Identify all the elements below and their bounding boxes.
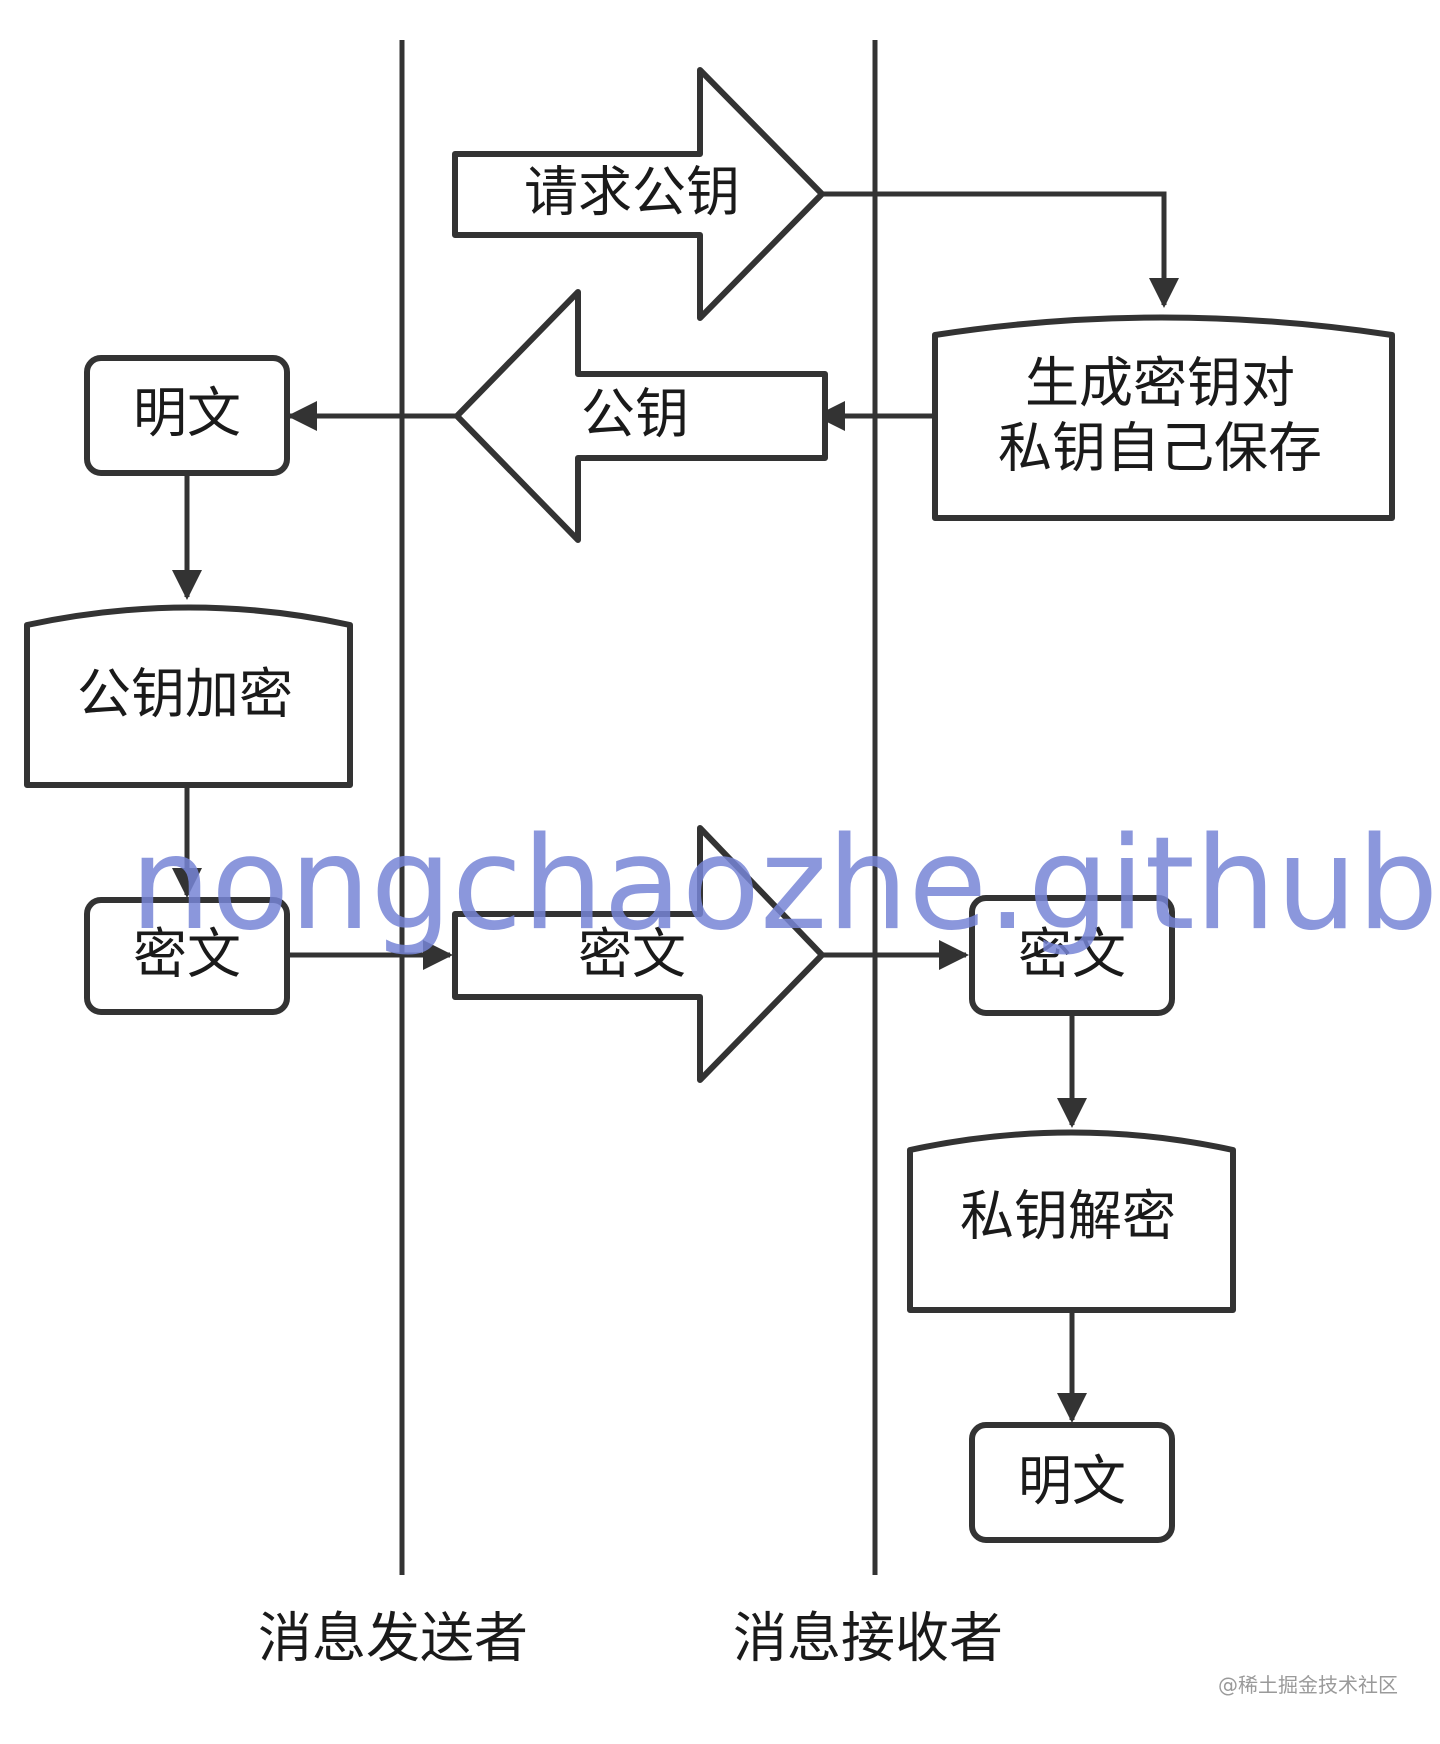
receiver-plaintext-node: 明文 bbox=[969, 1422, 1175, 1543]
public-key-arrow: 公钥 bbox=[454, 289, 828, 543]
sender-ciphertext-label: 密文 bbox=[133, 923, 241, 986]
encrypt-label: 公钥加密 bbox=[77, 663, 293, 726]
sender-lane-label: 消息发送者 bbox=[258, 1607, 528, 1670]
sender-plaintext-node: 明文 bbox=[84, 355, 290, 476]
receiver-ciphertext-label: 密文 bbox=[1018, 923, 1126, 986]
sender-plaintext-label: 明文 bbox=[133, 382, 241, 445]
credit-text: @稀土掘金技术社区 bbox=[1218, 1673, 1398, 1697]
receiver-plaintext-label: 明文 bbox=[1018, 1450, 1126, 1513]
ciphertext-transfer-arrow: 密文 bbox=[452, 825, 825, 1083]
keygen-label-line1: 生成密钥对 bbox=[1025, 352, 1295, 415]
sender-ciphertext-node: 密文 bbox=[84, 897, 290, 1015]
request-public-key-arrow: 请求公钥 bbox=[452, 67, 825, 321]
receiver-lane-label: 消息接收者 bbox=[733, 1607, 1003, 1670]
encrypt-node: 公钥加密 bbox=[24, 604, 353, 788]
request-public-key-label: 请求公钥 bbox=[524, 161, 740, 224]
ciphertext-transfer-label: 密文 bbox=[578, 923, 686, 986]
watermark-text: nongchaozhe.github.io bbox=[130, 810, 1440, 959]
decrypt-label: 私钥解密 bbox=[960, 1185, 1176, 1248]
keygen-label-line2: 私钥自己保存 bbox=[998, 417, 1322, 480]
decrypt-node: 私钥解密 bbox=[907, 1129, 1236, 1313]
public-key-label: 公钥 bbox=[581, 383, 689, 446]
receiver-ciphertext-node: 密文 bbox=[969, 895, 1175, 1016]
request-to-keygen-connector bbox=[822, 191, 1179, 308]
keygen-node: 生成密钥对 私钥自己保存 bbox=[932, 314, 1395, 521]
